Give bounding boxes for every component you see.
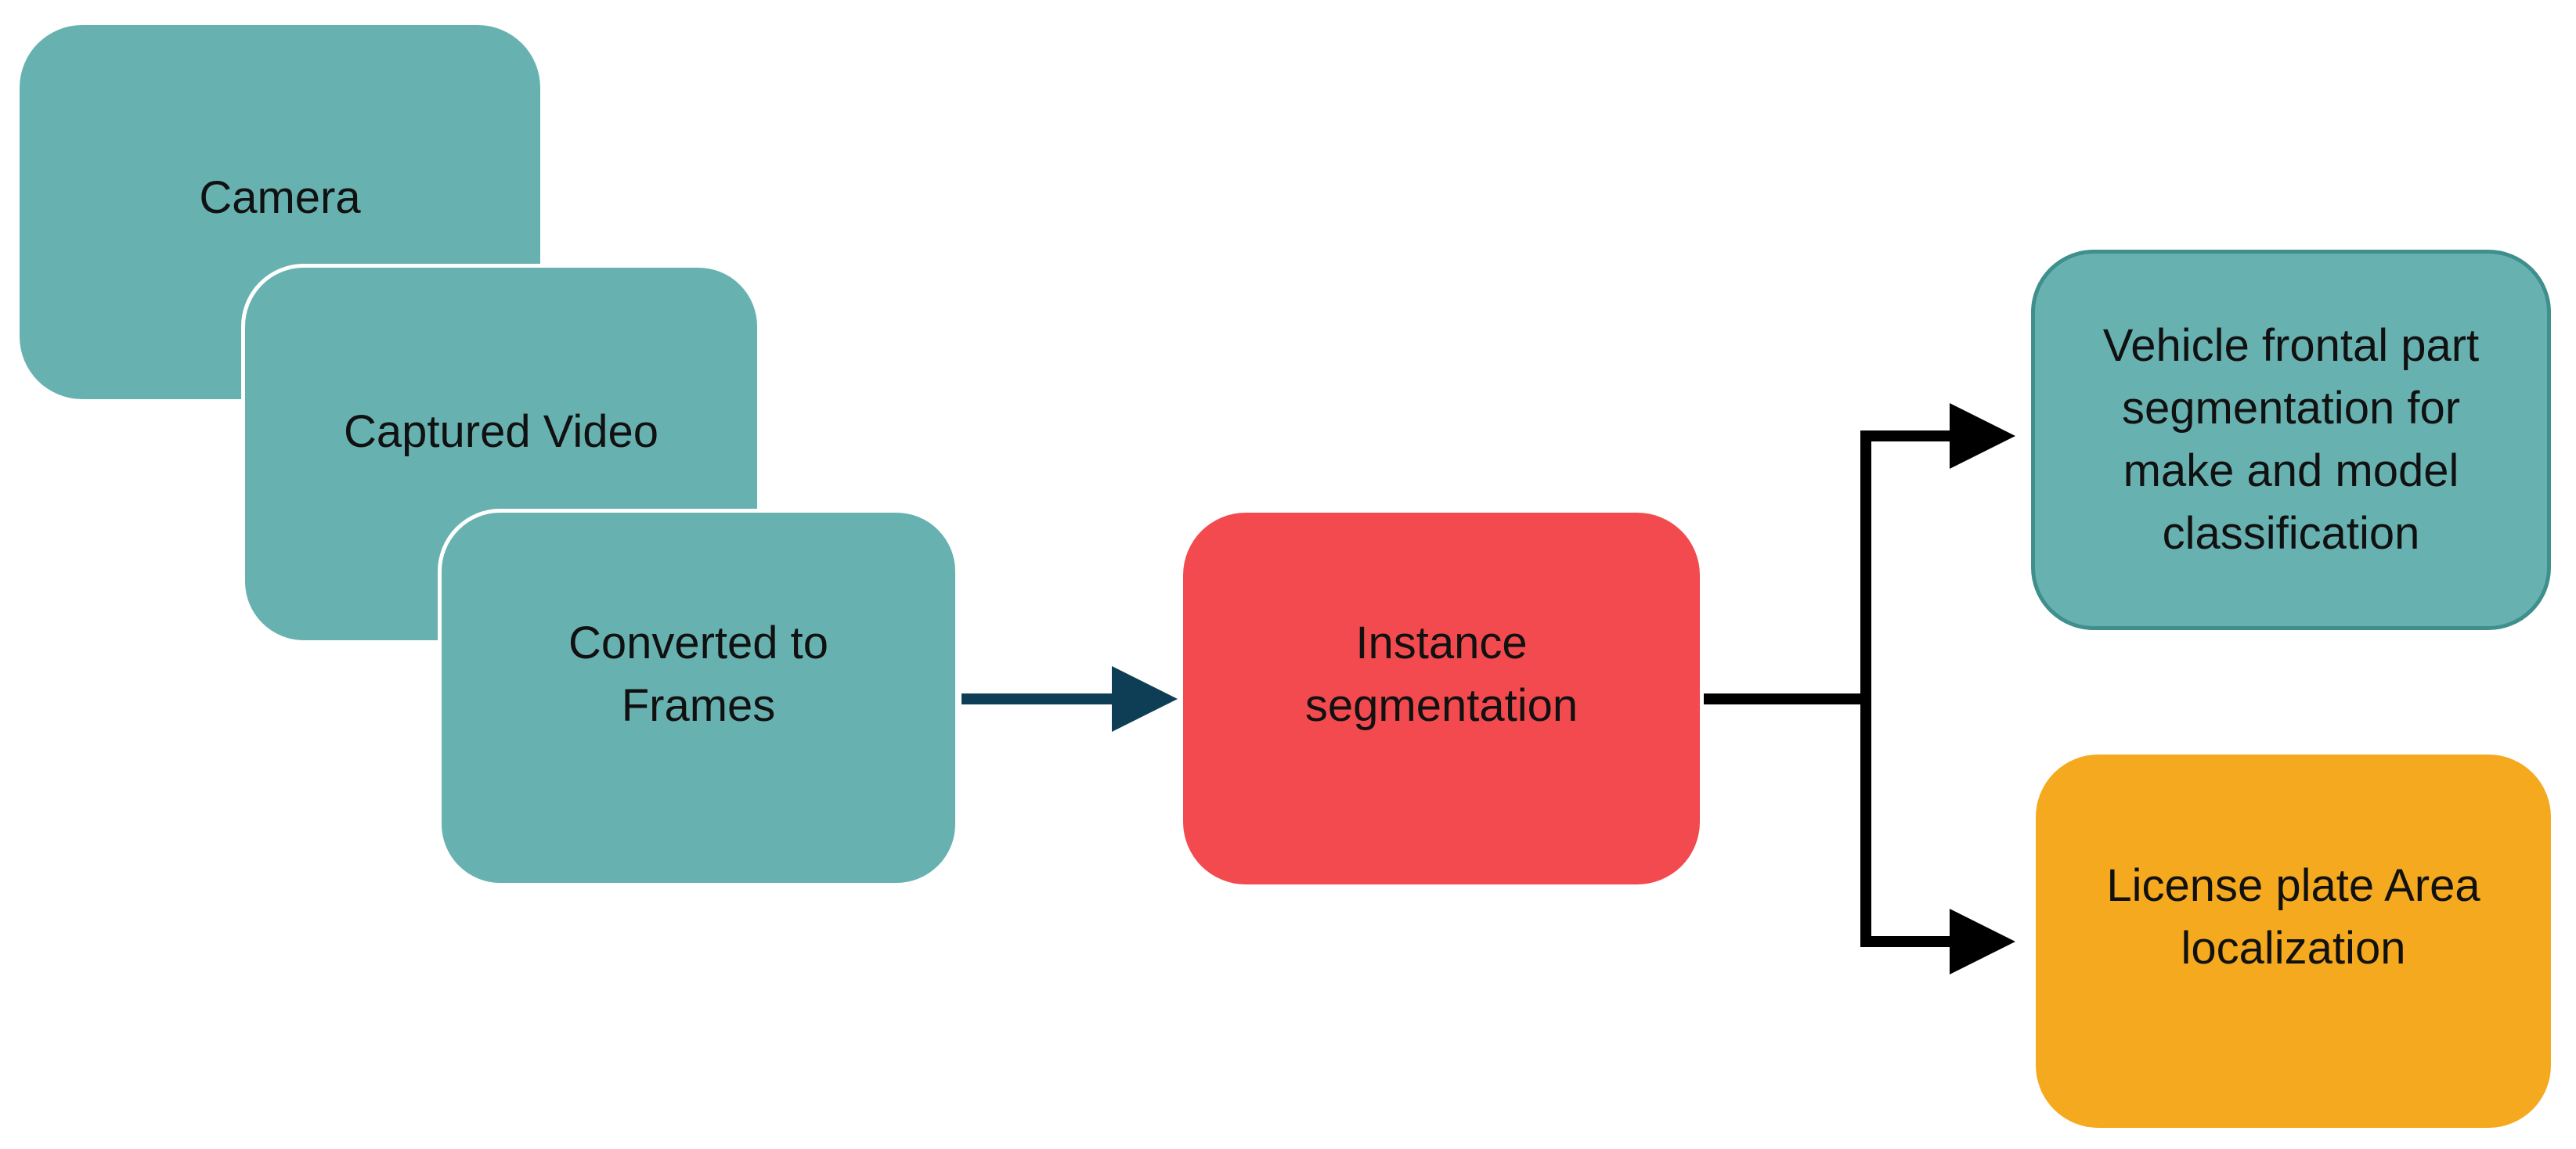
instance-segmentation-node: Instance segmentation (1183, 513, 1700, 884)
vehicle-segmentation-label: Vehicle frontal part segmentation for ma… (2102, 320, 2480, 559)
instance-segmentation-label: Instance segmentation (1304, 617, 1578, 731)
captured-video-label: Captured Video (343, 406, 658, 457)
license-plate-localization-label: License plate Area localization (2106, 859, 2480, 974)
converted-to-frames-node: Converted to Frames (438, 509, 959, 887)
converted-to-frames-label: Converted to Frames (568, 617, 829, 731)
license-plate-localization-node: License plate Area localization (2036, 755, 2551, 1128)
vehicle-segmentation-node: Vehicle frontal part segmentation for ma… (2031, 250, 2551, 630)
camera-label: Camera (199, 172, 361, 223)
